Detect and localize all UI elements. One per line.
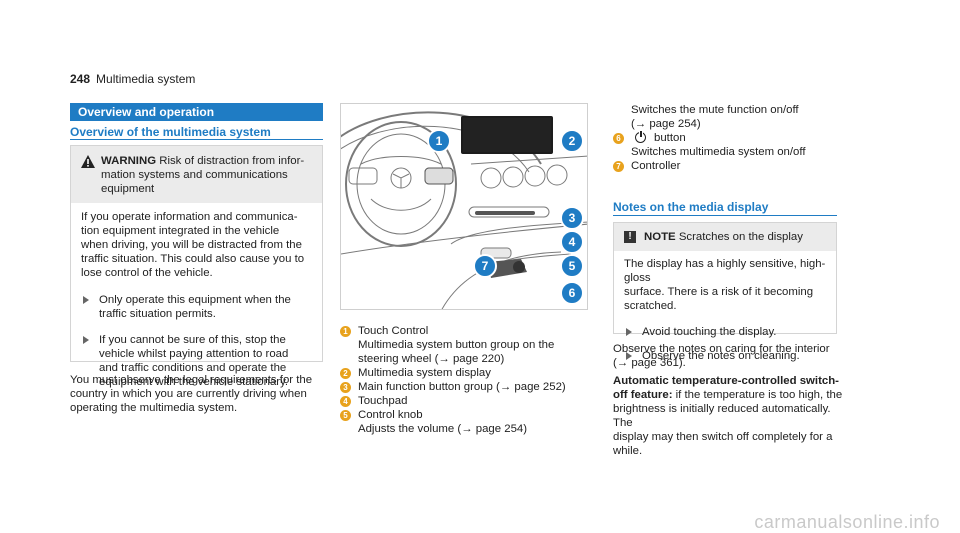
legend-item-description: Multimedia system button group on the st… bbox=[358, 339, 555, 365]
legend-item-title: Touch Control bbox=[358, 325, 429, 337]
warning-icon bbox=[81, 155, 95, 168]
warning-label: WARNING bbox=[101, 155, 157, 167]
note-bullet: Avoid touching the display. bbox=[624, 325, 826, 339]
exclamation-icon: ! bbox=[624, 231, 636, 243]
auto-temp-text: if the temperature is too high, the brig… bbox=[613, 389, 843, 457]
warning-box: WARNING Risk of distraction from infor- … bbox=[70, 145, 323, 388]
legend-number-badge: 3 bbox=[340, 382, 351, 393]
warning-body: If you operate information and communica… bbox=[81, 211, 305, 279]
warning-bullet-text: Only operate this equipment when the tra… bbox=[99, 294, 291, 320]
legend-number-badge: 7 bbox=[613, 161, 624, 172]
warning-bullet: Only operate this equipment when the tra… bbox=[81, 293, 312, 321]
legend-item-title: Touchpad bbox=[358, 395, 408, 407]
note-bullet: Observe the notes on cleaning. bbox=[624, 349, 826, 363]
legend-item-title: Main function button group (→ page 252) bbox=[358, 381, 566, 393]
dashboard-illustration bbox=[341, 111, 587, 309]
note-bullet-text: Avoid touching the display. bbox=[642, 326, 777, 338]
page-number: 248 bbox=[70, 72, 91, 86]
legend-item: 6 button bbox=[613, 130, 838, 145]
legend-item-title: Controller bbox=[631, 160, 681, 172]
legend-item: 4 Touchpad bbox=[340, 394, 600, 408]
warning-lead-rest: mation systems and communications equipm… bbox=[101, 169, 288, 195]
legend-continued-description: Switches the mute function on/off (→ pag… bbox=[631, 104, 799, 130]
legend-number-badge: 2 bbox=[340, 368, 351, 379]
overview-subheading: Overview of the multimedia system bbox=[70, 125, 271, 139]
section-title: Overview and operation bbox=[70, 103, 323, 121]
callout-5: 5 bbox=[560, 254, 584, 278]
page-header: 248 Multimedia system bbox=[70, 72, 195, 86]
legend-item: 3 Main function button group (→ page 252… bbox=[340, 380, 600, 394]
legend-item-description: Adjusts the volume (→ page 254) bbox=[358, 423, 528, 435]
callout-4: 4 bbox=[560, 230, 584, 254]
note-bullet-text: Observe the notes on cleaning. bbox=[642, 350, 800, 362]
arrow-icon bbox=[83, 336, 89, 344]
legend-item: 5 Control knob bbox=[340, 408, 600, 422]
note-header: ! NOTE Scratches on the display bbox=[614, 223, 836, 251]
arrow-icon bbox=[83, 296, 89, 304]
note-lead: Scratches on the display bbox=[678, 231, 803, 243]
power-icon bbox=[635, 130, 646, 143]
overview-rule bbox=[70, 139, 323, 140]
legend-item: 1 Touch Control bbox=[340, 324, 600, 338]
legend-item: 2 Multimedia system display bbox=[340, 366, 600, 380]
callout-6: 6 bbox=[560, 281, 584, 305]
callout-1: 1 bbox=[427, 129, 451, 153]
right-column-top: Switches the mute function on/off (→ pag… bbox=[613, 103, 838, 173]
legend-number-badge: 5 bbox=[340, 410, 351, 421]
auto-temp-paragraph: Automatic temperature-controlled switch-… bbox=[613, 374, 853, 458]
legend-item: 7 Controller bbox=[613, 159, 838, 173]
legend-number-badge: 1 bbox=[340, 326, 351, 337]
figure-legend: 1 Touch Control Multimedia system button… bbox=[340, 324, 600, 436]
legend-item-title: button bbox=[654, 132, 686, 144]
watermark: carmanualsonline.info bbox=[754, 512, 940, 532]
dashboard-figure: 1 2 3 4 5 6 7 bbox=[340, 103, 588, 310]
callout-7: 7 bbox=[473, 254, 497, 278]
warning-bullet-text: If you cannot be sure of this, stop the … bbox=[99, 334, 289, 388]
legend-number-badge: 4 bbox=[340, 396, 351, 407]
warning-lead: Risk of distraction from infor- bbox=[159, 155, 305, 167]
callout-2: 2 bbox=[560, 129, 584, 153]
page-header-title: Multimedia system bbox=[96, 72, 196, 86]
note-box: ! NOTE Scratches on the display The disp… bbox=[613, 222, 837, 362]
note-label: NOTE bbox=[644, 231, 676, 243]
legend-item-description: Switches multimedia system on/off bbox=[631, 146, 806, 158]
left-paragraph: You must observe the legal requirements … bbox=[70, 374, 313, 414]
arrow-icon bbox=[626, 352, 632, 360]
legend-item-title: Control knob bbox=[358, 409, 423, 421]
notes-subheading: Notes on the media display bbox=[613, 200, 769, 214]
legend-item-title: Multimedia system display bbox=[358, 367, 491, 379]
callout-3: 3 bbox=[560, 206, 584, 230]
auto-temp-heading: Automatic temperature-controlled switch-… bbox=[613, 375, 839, 401]
right-paragraph: Observe the notes on caring for the inte… bbox=[613, 343, 830, 369]
warning-header: WARNING Risk of distraction from infor- … bbox=[71, 146, 322, 203]
arrow-icon bbox=[626, 328, 632, 336]
legend-number-badge: 6 bbox=[613, 133, 624, 144]
warning-bullet: If you cannot be sure of this, stop the … bbox=[81, 333, 312, 389]
note-body: The display has a highly sensitive, high… bbox=[624, 258, 826, 312]
notes-rule bbox=[613, 215, 837, 216]
